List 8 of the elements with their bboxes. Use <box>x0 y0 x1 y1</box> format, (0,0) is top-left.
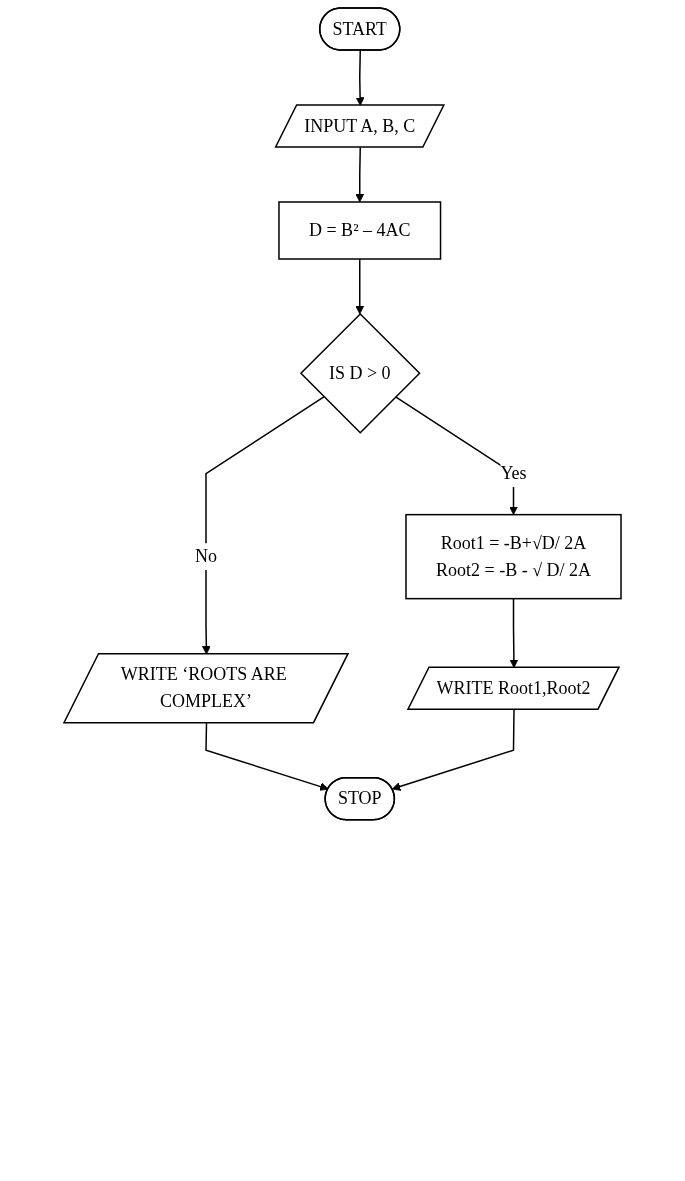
node-box: D = B² – 4AC <box>278 201 442 260</box>
node-diamond: IS D > 0 <box>299 312 421 434</box>
edge-label: Yes <box>500 463 527 484</box>
edge-label: No <box>194 546 217 567</box>
arrow <box>355 258 365 315</box>
node-box: Root1 = -B+√D/ 2A Root2 = -B - √ D/ 2A <box>405 513 622 600</box>
arrow <box>355 49 365 106</box>
arrow <box>205 722 329 791</box>
